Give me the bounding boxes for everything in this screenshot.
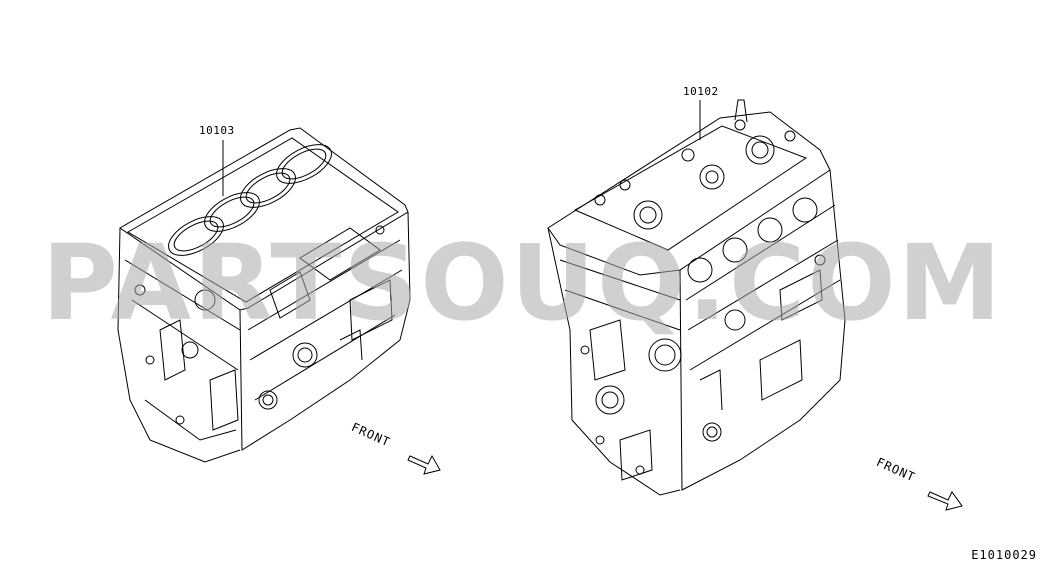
front-arrow-icon	[407, 454, 441, 475]
cylinder-block-drawing[interactable]	[117, 127, 411, 463]
front-arrow-icon	[927, 491, 963, 511]
engine-assembly-drawing[interactable]	[547, 99, 846, 496]
part-number-block[interactable]: 10103	[199, 124, 235, 137]
figure-id: E1010029	[971, 548, 1037, 562]
part-number-engine[interactable]: 10102	[683, 85, 719, 98]
